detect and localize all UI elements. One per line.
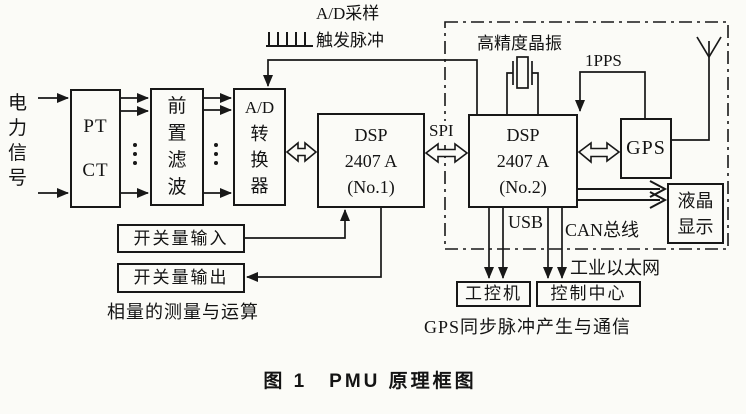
ad-trigger-label: A/D采样 触发脉冲 <box>316 4 384 50</box>
gps-label: GPS <box>626 137 666 159</box>
switch-output-line <box>246 208 382 282</box>
channel-ellipsis-dots <box>133 143 218 165</box>
lcd-display-box: 液晶显示 <box>667 183 724 244</box>
switch-input-label: 开关量输入 <box>133 228 229 248</box>
crystal-label: 高精度晶振 <box>477 34 562 53</box>
ad-trigger-pulse-line <box>263 59 478 114</box>
switch-output-label: 开关量输出 <box>133 268 229 288</box>
industrial-pc-label: 工控机 <box>465 284 522 304</box>
bus-arrow-adc-dsp1 <box>285 141 318 163</box>
dashed-region-border <box>444 21 729 250</box>
usb-label: USB <box>508 212 544 232</box>
bus-arrow-spi <box>424 142 469 164</box>
bus-arrow-dsp2-gps <box>577 141 621 164</box>
spi-label: SPI <box>428 121 455 141</box>
can-bus-label: CAN总线 <box>565 220 640 240</box>
pps-line <box>575 71 646 118</box>
control-center-box: 控制中心 <box>536 281 641 307</box>
gps-section-label: GPS同步脉冲产生与通信 <box>424 317 632 337</box>
figure-caption: 图 1 PMU 原理框图 <box>263 371 477 392</box>
switch-output-box: 开关量输出 <box>117 263 245 293</box>
industrial-ethernet-label: 工业以太网 <box>570 258 660 278</box>
power-signal-label: 电力信号 <box>8 93 28 189</box>
industrial-pc-box: 工控机 <box>456 281 531 307</box>
switch-input-box: 开关量输入 <box>117 224 245 253</box>
antenna-icon <box>672 36 722 141</box>
gps-box: GPS <box>620 118 672 179</box>
crystal-oscillator-icon <box>506 56 539 114</box>
pre-filter-box: 前置滤波 <box>150 88 204 206</box>
lcd-bus-arrow <box>578 180 668 209</box>
switch-input-line <box>245 209 350 239</box>
control-center-label: 控制中心 <box>550 284 627 304</box>
pulse-train-icon <box>266 32 313 47</box>
pps-label: 1PPS <box>585 51 622 70</box>
phasor-section-label: 相量的测量与运算 <box>107 302 259 322</box>
